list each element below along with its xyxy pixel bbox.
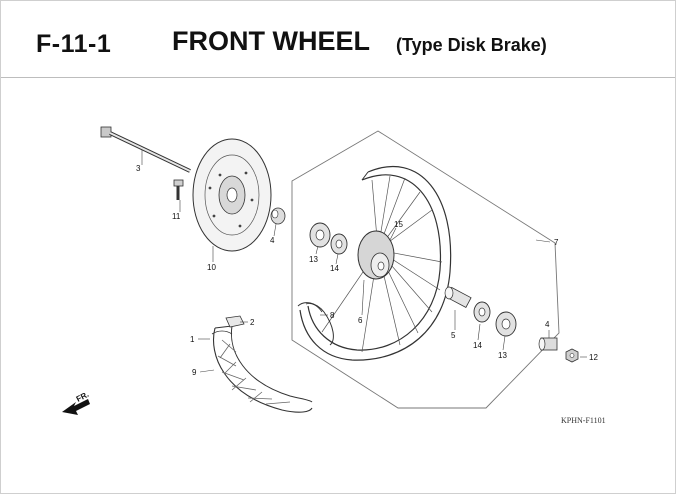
callout-14-left: 14 [330,264,339,273]
callout-6: 6 [358,316,363,325]
brake-disk-part [192,138,272,252]
callout-4-right: 4 [545,320,550,329]
callout-12: 12 [589,353,598,362]
rim-tape-part [211,315,245,335]
page-title: FRONT WHEEL [172,26,370,56]
wheel-assembly-outline [291,130,560,409]
callout-1: 1 [190,335,195,344]
diagram-reference: KPHN-F1101 [561,416,606,425]
bearing-part-right [473,301,517,337]
tire-part [213,325,313,413]
callout-14-right: 14 [473,341,482,350]
seal-ring-part [297,302,334,346]
callout-2: 2 [250,318,255,327]
callout-13-right: 13 [498,351,507,360]
front-direction-arrow-icon [62,399,90,415]
distance-collar-part [444,286,472,309]
header: F-11-1 FRONT WHEEL (Type Disk Brake) [0,0,676,72]
callout-13-left: 13 [309,255,318,264]
callout-8: 8 [330,311,335,320]
bolt-part [173,179,184,200]
callout-3: 3 [136,164,141,173]
callout-11: 11 [172,212,181,221]
callout-9: 9 [192,368,197,377]
collar-part-right [538,337,558,351]
bearing-part-left [309,222,348,255]
callout-10: 10 [207,263,216,272]
section-code: F-11-1 [36,30,112,58]
wheel-hub-part [357,230,395,280]
leader-lines [141,150,587,373]
callout-5: 5 [451,331,456,340]
collar-part-left [270,207,286,225]
axle-nut-part [565,348,579,363]
callout-4-left: 4 [270,236,275,245]
header-divider [1,77,675,78]
callout-7: 7 [554,238,559,247]
axle-part [100,126,191,173]
callout-15: 15 [394,220,403,229]
page-subtitle: (Type Disk Brake) [396,35,547,55]
